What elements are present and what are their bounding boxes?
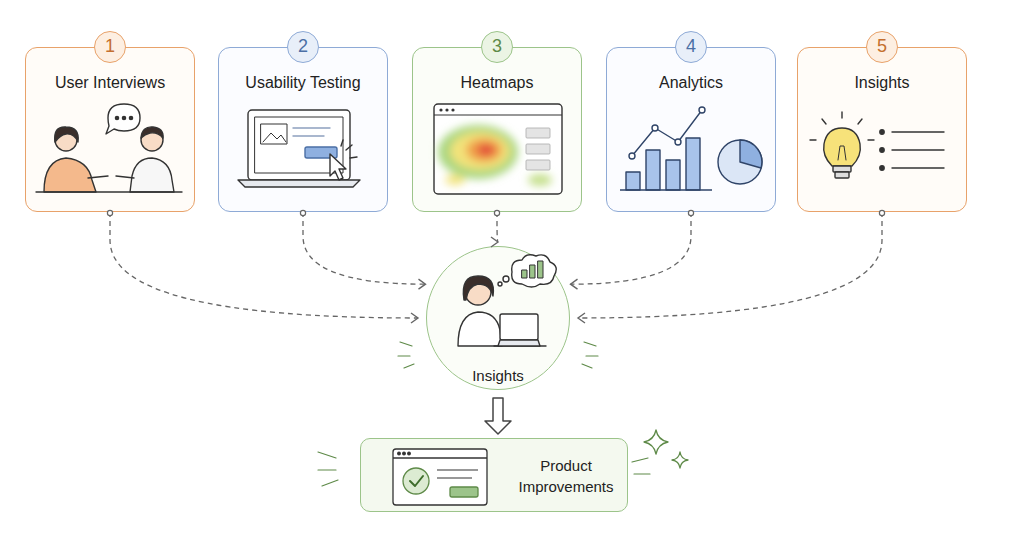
- insight-circle: Insights: [426, 246, 570, 390]
- dashed-connector: [571, 212, 691, 284]
- step-number: 4: [675, 31, 707, 63]
- card-title: Analytics: [611, 74, 771, 92]
- connector: [571, 210, 694, 284]
- connector-dot: [688, 210, 693, 215]
- laptop-illustration: [238, 110, 360, 187]
- circle-label: Insights: [427, 367, 569, 384]
- card-title: Heatmaps: [417, 74, 577, 92]
- connector-dot: [879, 210, 884, 215]
- block-arrow: [485, 398, 511, 434]
- step-number: 1: [94, 31, 126, 63]
- step-number: 3: [481, 31, 513, 63]
- emphasis-strokes: [318, 342, 650, 486]
- method-card: 3Heatmaps: [412, 47, 582, 212]
- result-box: Product Improvements: [360, 438, 628, 512]
- dashed-connector: [497, 212, 498, 242]
- heatmap-illustration: [434, 104, 562, 194]
- card-title: Usability Testing: [223, 74, 383, 92]
- connector: [494, 210, 499, 242]
- analyst-illustration: [458, 255, 556, 346]
- sparkles: [644, 430, 688, 468]
- step-number: 5: [866, 31, 898, 63]
- connector: [578, 210, 885, 318]
- method-card: 1User Interviews: [25, 47, 195, 212]
- step-number: 2: [287, 31, 319, 63]
- card-title: Insights: [802, 74, 962, 92]
- method-card: 2Usability Testing: [218, 47, 388, 212]
- method-card: 5Insights: [797, 47, 967, 212]
- connector-dot: [494, 210, 499, 215]
- dashed-connector: [303, 212, 425, 284]
- method-card: 4Analytics: [606, 47, 776, 212]
- box-label: Product Improvements: [501, 455, 631, 497]
- connector: [485, 398, 511, 434]
- connector-dot: [107, 210, 112, 215]
- dashed-connector: [578, 212, 882, 318]
- product-icon: [393, 449, 487, 505]
- connector: [300, 210, 425, 284]
- analytics-illustration: [620, 107, 762, 190]
- interview-illustration: [36, 104, 182, 192]
- connector: [107, 210, 418, 318]
- connector-dot: [300, 210, 305, 215]
- lightbulb-illustration: [810, 112, 944, 178]
- card-title: User Interviews: [30, 74, 190, 92]
- dashed-connector: [110, 212, 418, 318]
